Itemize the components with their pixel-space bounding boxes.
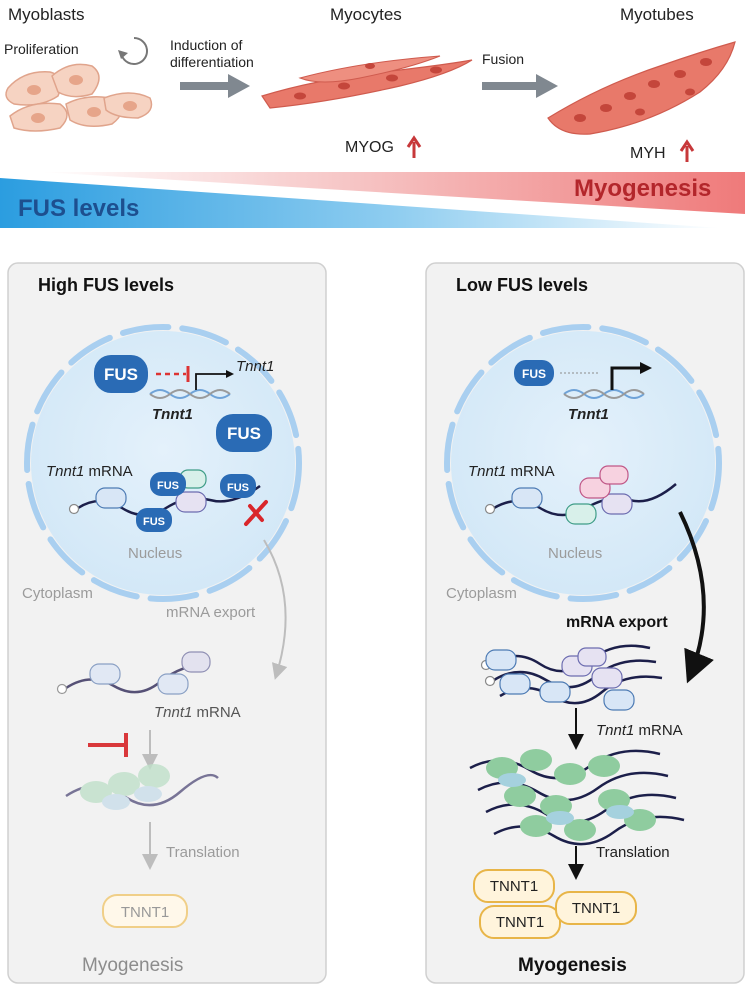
high-fus-title: High FUS levels: [38, 275, 174, 295]
left-gene-label: Tnnt1: [152, 406, 193, 423]
right-cytoplasmic-mrna-cluster: [480, 644, 663, 711]
right-nuclear-mrna: [484, 465, 677, 525]
right-tnnt1-protein-3: TNNT1: [555, 891, 637, 925]
left-dna-helix: [149, 389, 231, 399]
right-cyto-mrna-label: Tnnt1 mRNA: [596, 722, 683, 739]
left-nucleus-label: Nucleus: [128, 545, 182, 562]
left-gene-target-label: Tnnt1: [236, 358, 274, 375]
left-tss-arrow: [195, 373, 228, 390]
left-fus-protein: [94, 355, 148, 393]
left-fus-label-2: FUS: [227, 424, 261, 443]
right-gene-label: Tnnt1: [568, 406, 609, 423]
left-export-arrow: [263, 539, 288, 680]
left-translation-block-icon: [88, 733, 128, 757]
stage-myocytes-label: Myocytes: [330, 5, 402, 24]
right-export-label: mRNA export: [566, 614, 668, 631]
right-tnnt1-protein-2: TNNT1: [479, 905, 561, 939]
left-fus-protein-2: [216, 414, 272, 452]
myogenesis-gradient-wedge: [40, 172, 745, 214]
right-nucleus-label: Nucleus: [548, 545, 602, 562]
left-ribosome-cluster: [65, 764, 219, 810]
left-protein-label: TNNT1: [121, 904, 169, 921]
right-outcome-label: Myogenesis: [518, 955, 627, 976]
left-translation-label: Translation: [166, 844, 240, 861]
right-tss-arrow: [610, 366, 644, 390]
right-tnnt1-protein-1: TNNT1: [473, 869, 555, 903]
svg-text:FUS: FUS: [143, 516, 165, 528]
right-nucleus: [451, 331, 715, 595]
fusion-arrow-icon: [482, 74, 558, 98]
left-tnnt1-protein: [102, 894, 188, 928]
right-fus-label: FUS: [522, 367, 546, 381]
proliferation-cycle-arrow: [121, 37, 148, 65]
left-fus-label: FUS: [104, 365, 138, 384]
left-outcome-label: Myogenesis: [82, 955, 183, 976]
svg-text:FUS: FUS: [227, 482, 249, 494]
right-export-arrow: [678, 511, 714, 684]
marker-myh-label: MYH: [630, 145, 666, 162]
stage-myotubes-label: Myotubes: [620, 5, 694, 24]
low-fus-title: Low FUS levels: [456, 275, 588, 295]
myh-up-arrow-icon: [679, 139, 695, 162]
left-cyto-mrna-label: Tnnt1 mRNA: [154, 704, 241, 721]
left-cytoplasm-label: Cytoplasm: [22, 585, 93, 602]
right-translation-label: Translation: [596, 844, 670, 861]
proliferation-label: Proliferation: [4, 41, 79, 57]
proliferation-arrowhead-icon: [118, 50, 128, 59]
induction-arrow-icon: [180, 74, 250, 98]
svg-text:FUS: FUS: [157, 480, 179, 492]
right-cytoplasm-label: Cytoplasm: [446, 585, 517, 602]
right-mrna-label: Tnnt1 mRNA: [468, 463, 555, 480]
right-ribosome-cluster: [469, 749, 685, 846]
left-bound-fus-3: FUS: [136, 508, 172, 532]
left-cytoplasmic-mrna: [56, 651, 211, 695]
left-nuclear-mrna: [68, 469, 261, 517]
induction-label-line1: Induction of: [170, 37, 242, 53]
fus-levels-gradient-wedge: [0, 178, 720, 228]
right-fus-protein: [514, 360, 554, 386]
myocyte-cells: [261, 55, 473, 109]
svg-text:TNNT1: TNNT1: [490, 878, 538, 895]
left-export-label: mRNA export: [166, 604, 256, 621]
induction-label-line2: differentiation: [170, 54, 254, 70]
left-bound-fus-2: FUS: [220, 474, 256, 498]
right-nuclear-envelope: [444, 324, 722, 602]
fusion-label: Fusion: [482, 51, 524, 67]
svg-text:TNNT1: TNNT1: [572, 900, 620, 917]
right-tss-arrowhead-icon: [640, 362, 652, 374]
myog-up-arrow-icon: [406, 135, 422, 158]
svg-text:TNNT1: TNNT1: [496, 914, 544, 931]
left-export-block-icon: [244, 500, 268, 526]
stage-myoblasts-label: Myoblasts: [8, 5, 85, 24]
left-tss-arrowhead-icon: [226, 370, 234, 378]
left-bound-fus-1: FUS: [150, 472, 186, 496]
right-dna-helix: [563, 389, 645, 399]
left-nuclear-envelope: [24, 324, 302, 602]
marker-myog-label: MYOG: [345, 139, 394, 156]
myotube-cell: [547, 41, 736, 135]
left-nucleus: [31, 331, 295, 595]
fus-levels-label: FUS levels: [18, 195, 139, 222]
left-mrna-label: Tnnt1 mRNA: [46, 463, 133, 480]
myoblast-cells: [5, 63, 153, 132]
myogenesis-gradient-label: Myogenesis: [574, 175, 711, 202]
